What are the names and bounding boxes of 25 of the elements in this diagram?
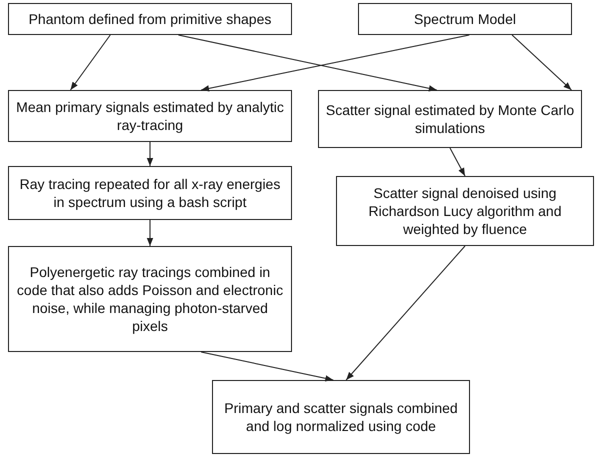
arrow — [70, 34, 111, 90]
process-box — [8, 90, 292, 142]
process-box — [318, 90, 582, 148]
box-text: Phantom defined from primitive shapes — [28, 10, 272, 28]
box-text: Scatter signal denoised using Richardson Lucy algorithm and weighted by fluence — [368, 184, 562, 238]
process-box — [8, 166, 292, 220]
arrow — [146, 142, 154, 166]
arrow — [146, 220, 154, 246]
process-box — [212, 380, 470, 454]
process-box — [336, 176, 594, 246]
arrow — [450, 148, 466, 176]
process-box — [358, 3, 572, 35]
box-text: Spectrum Model — [414, 10, 516, 28]
arrow — [346, 246, 466, 380]
process-box — [8, 246, 292, 352]
box-text: Scatter signal estimated by Monte Carlo simulations — [325, 100, 575, 138]
box-text: Primary and scatter signals combined and log normalized using code — [223, 398, 459, 436]
box-text: Polyenergetic ray tracings combined in code that also adds Poisson and electronic noise, while managing photon-starved pixels — [16, 262, 284, 336]
arrow — [200, 352, 334, 382]
box-text: Ray tracing repeated for all x-ray energies in spectrum using a bash script — [18, 174, 282, 212]
arrow — [178, 34, 438, 92]
process-box — [8, 3, 292, 35]
arrow — [200, 34, 470, 92]
arrow — [512, 34, 572, 90]
box-text: Mean primary signals estimated by analytic ray-tracing — [15, 98, 285, 134]
